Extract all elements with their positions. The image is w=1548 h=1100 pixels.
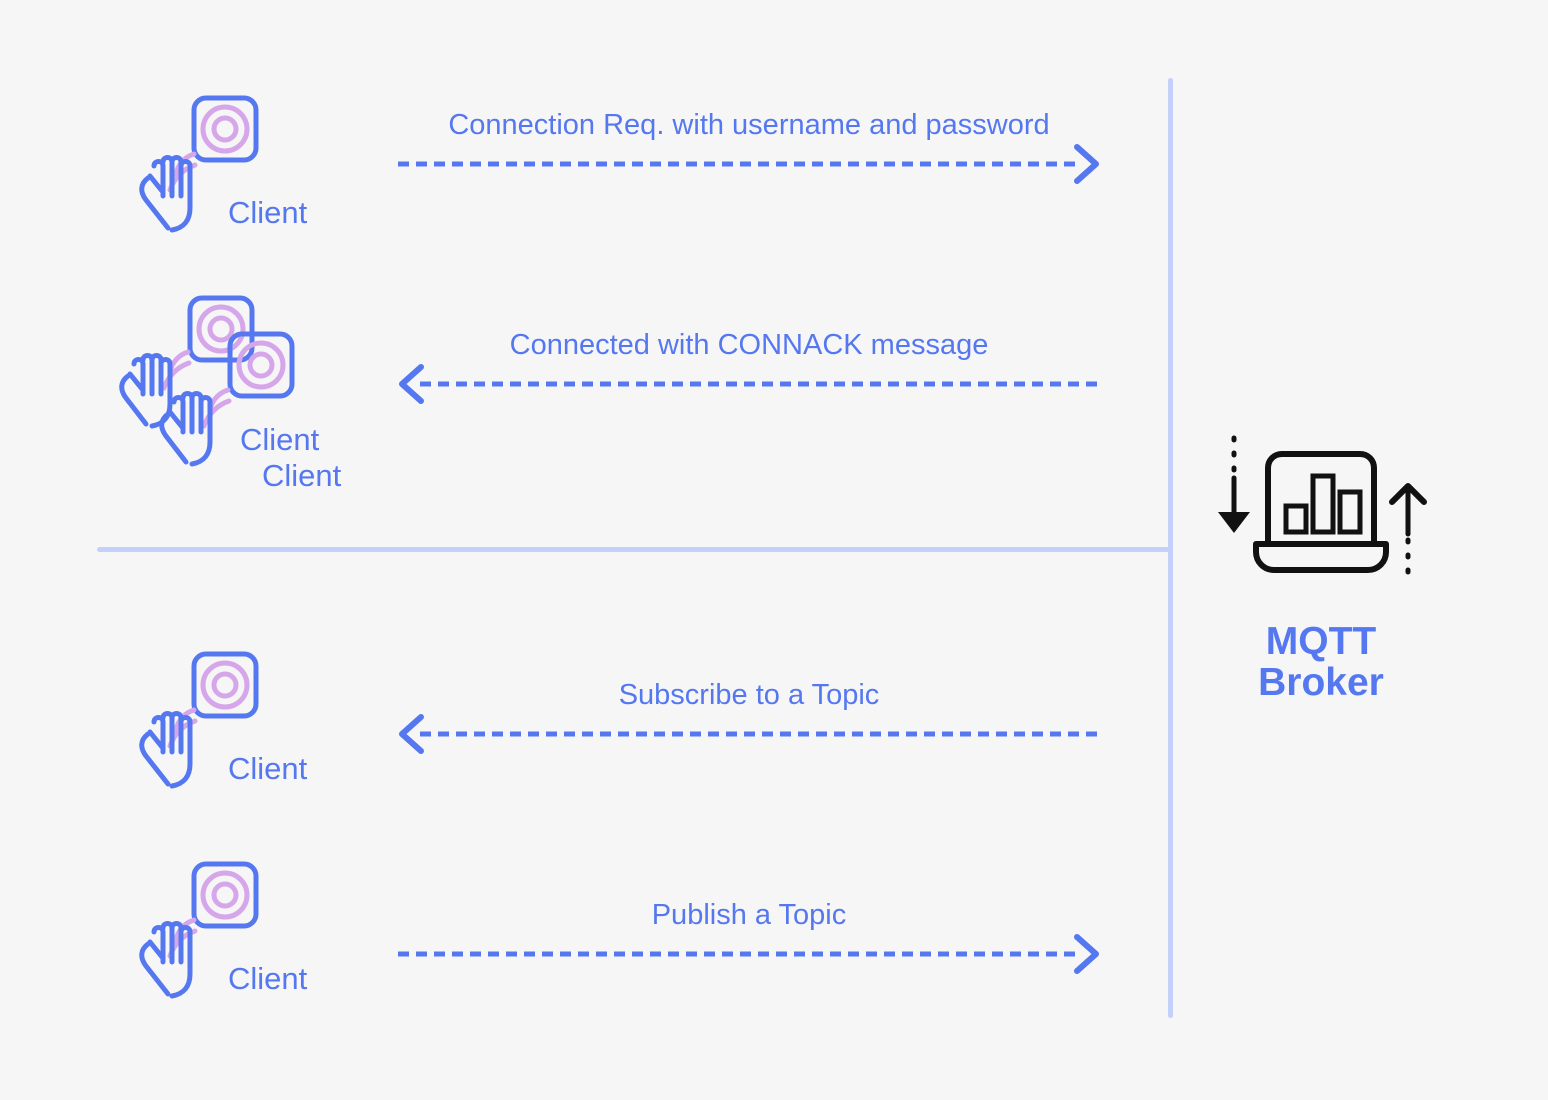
message-subscribe: Subscribe to a Topic xyxy=(396,678,1102,756)
client-label: Client xyxy=(228,961,308,996)
section-horizontal-divider xyxy=(97,547,1172,552)
client-icon-double-2 xyxy=(112,292,352,477)
arrow-left-dashed-icon xyxy=(399,714,1100,754)
broker-label-line1: MQTT xyxy=(1265,620,1377,663)
server-bar-chart-icon xyxy=(1218,435,1427,583)
message-publish: Publish a Topic xyxy=(396,898,1102,976)
wifi-signal-device-icon xyxy=(119,295,295,467)
arrow-right-dashed-icon xyxy=(398,934,1099,974)
message-label: Connected with CONNACK message xyxy=(509,329,989,361)
message-connection-request: Connection Req. with username and passwo… xyxy=(396,108,1102,186)
client-label: Client xyxy=(228,751,308,786)
arrow-left-dashed-icon xyxy=(399,364,1100,404)
arrow-right-dashed-icon xyxy=(398,144,1099,184)
client-icon-single-1 xyxy=(128,92,328,242)
message-label: Publish a Topic xyxy=(651,899,847,931)
mqtt-broker: MQTT Broker xyxy=(1196,430,1446,703)
client-label: Client xyxy=(228,195,308,230)
wifi-signal-device-icon xyxy=(139,651,259,789)
client-group-2: Client Client xyxy=(112,292,352,493)
message-connack: Connected with CONNACK message xyxy=(396,328,1102,406)
client-icon-single-4 xyxy=(128,858,328,1008)
arrow-down-icon xyxy=(1218,512,1250,533)
client-group-3: Client xyxy=(128,648,328,798)
broker-label: MQTT Broker xyxy=(1196,621,1446,703)
client-label: Client xyxy=(240,422,320,457)
wifi-signal-device-icon xyxy=(139,861,259,999)
client-label: Client xyxy=(262,458,342,493)
message-label: Connection Req. with username and passwo… xyxy=(448,109,1050,141)
message-label: Subscribe to a Topic xyxy=(618,679,880,711)
arrow-up-icon xyxy=(1389,483,1427,505)
client-icon-single-3 xyxy=(128,648,328,798)
wifi-signal-device-icon xyxy=(139,95,259,233)
client-group-1: Client xyxy=(128,92,328,242)
client-group-4: Client xyxy=(128,858,328,1008)
broker-label-line2: Broker xyxy=(1258,661,1384,704)
